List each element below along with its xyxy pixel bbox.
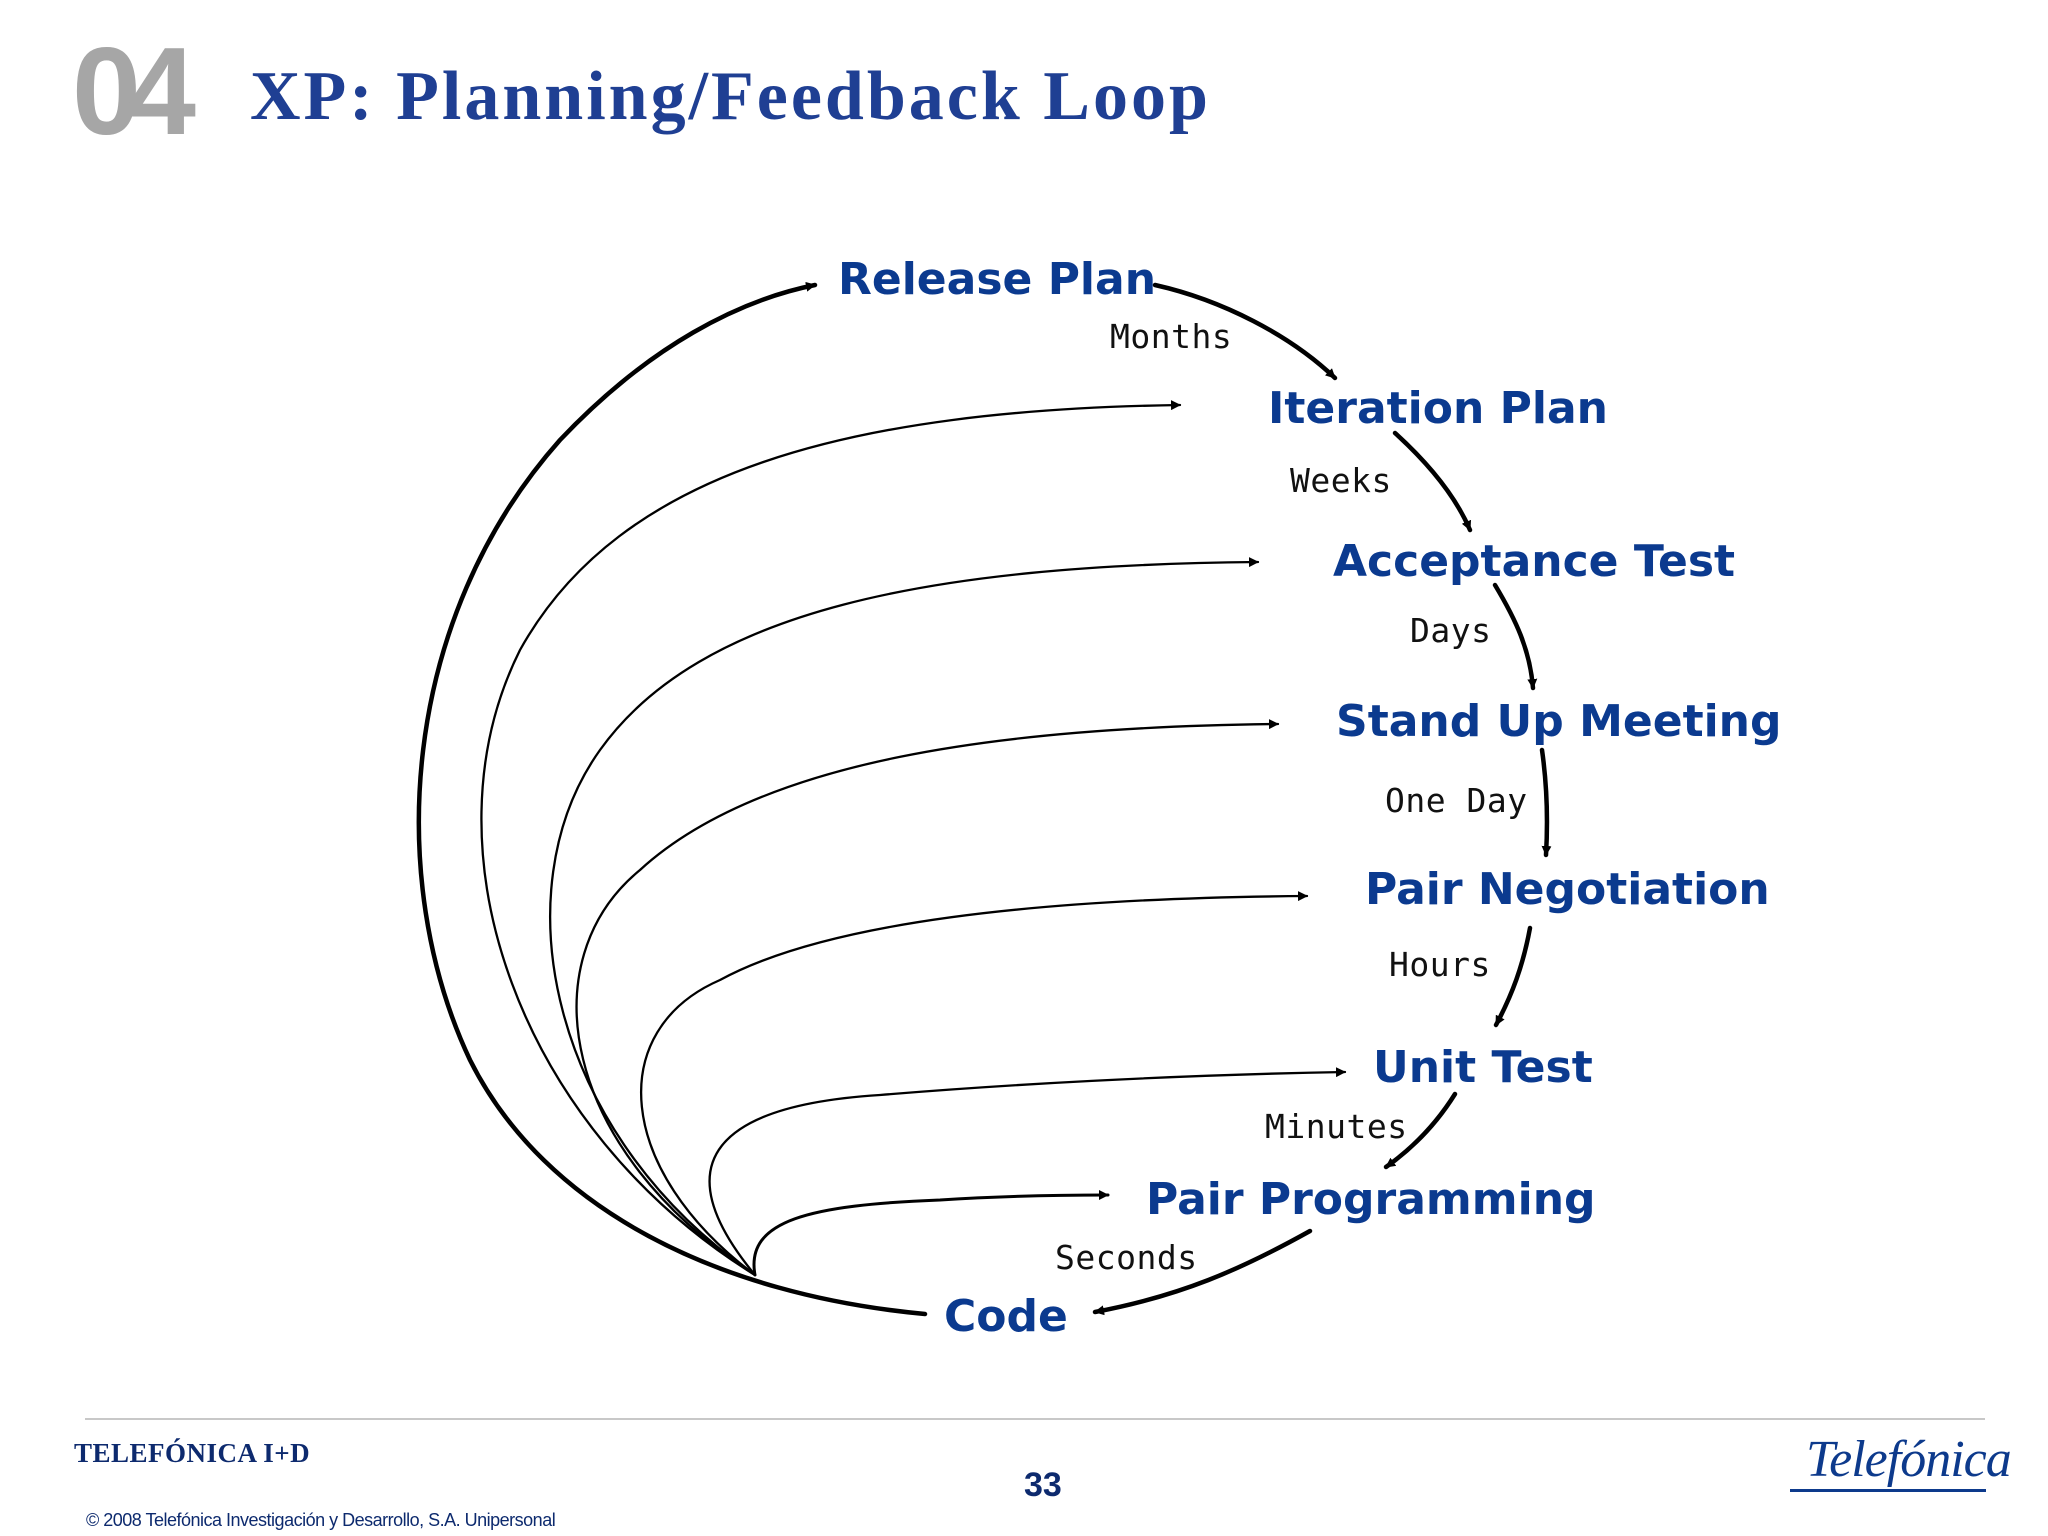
node-iteration-plan: Iteration Plan (1268, 383, 1608, 434)
feedback-arc-pair-programming (752, 1190, 1110, 1277)
node-pair-negotiation: Pair Negotiation (1365, 864, 1770, 915)
node-release-plan: Release Plan (838, 254, 1157, 305)
footer-company: TELEFÓNICA I+D (74, 1438, 311, 1468)
duration-hours: Hours (1389, 945, 1491, 984)
step-arrow-hours (1493, 925, 1533, 1028)
telefonica-logo: Telefónica (1806, 1431, 2012, 1488)
feedback-arc-stand-up-meeting (575, 719, 1280, 1277)
duration-minutes: Minutes (1265, 1107, 1408, 1146)
feedback-arc-pair-negotiation (640, 891, 1309, 1277)
step-arrow-days (1492, 582, 1538, 691)
section-number: 04 (72, 23, 196, 161)
footer-copyright: © 2008 Telefónica Investigación y Desarr… (86, 1510, 556, 1530)
duration-months: Months (1110, 317, 1233, 356)
feedback-arc-acceptance-test (549, 557, 1260, 1277)
step-arrow-months (1152, 282, 1338, 381)
node-unit-test: Unit Test (1373, 1042, 1593, 1093)
duration-weeks: Weeks (1290, 461, 1392, 500)
node-code: Code (944, 1291, 1068, 1342)
duration-days: Days (1410, 611, 1492, 650)
slide-title: XP: Planning/Feedback Loop (250, 58, 1211, 135)
logo-underline (1790, 1489, 1986, 1492)
step-arrow-minutes (1383, 1091, 1458, 1170)
feedback-arc-iteration-plan (480, 400, 1182, 1277)
feedback-arc-release-plan (416, 281, 928, 1317)
duration-seconds: Seconds (1055, 1238, 1198, 1277)
node-stand-up-meeting: Stand Up Meeting (1336, 696, 1782, 747)
duration-one-day: One Day (1385, 781, 1528, 820)
step-arrow-seconds (1092, 1228, 1313, 1316)
feedback-arc-unit-test (708, 1067, 1347, 1277)
step-arrow-one-day (1539, 747, 1552, 858)
page-number: 33 (1024, 1466, 1062, 1504)
node-pair-programming: Pair Programming (1146, 1174, 1596, 1225)
node-acceptance-test: Acceptance Test (1333, 536, 1736, 587)
step-arrow-weeks (1392, 430, 1473, 533)
footer-divider (85, 1418, 1985, 1420)
